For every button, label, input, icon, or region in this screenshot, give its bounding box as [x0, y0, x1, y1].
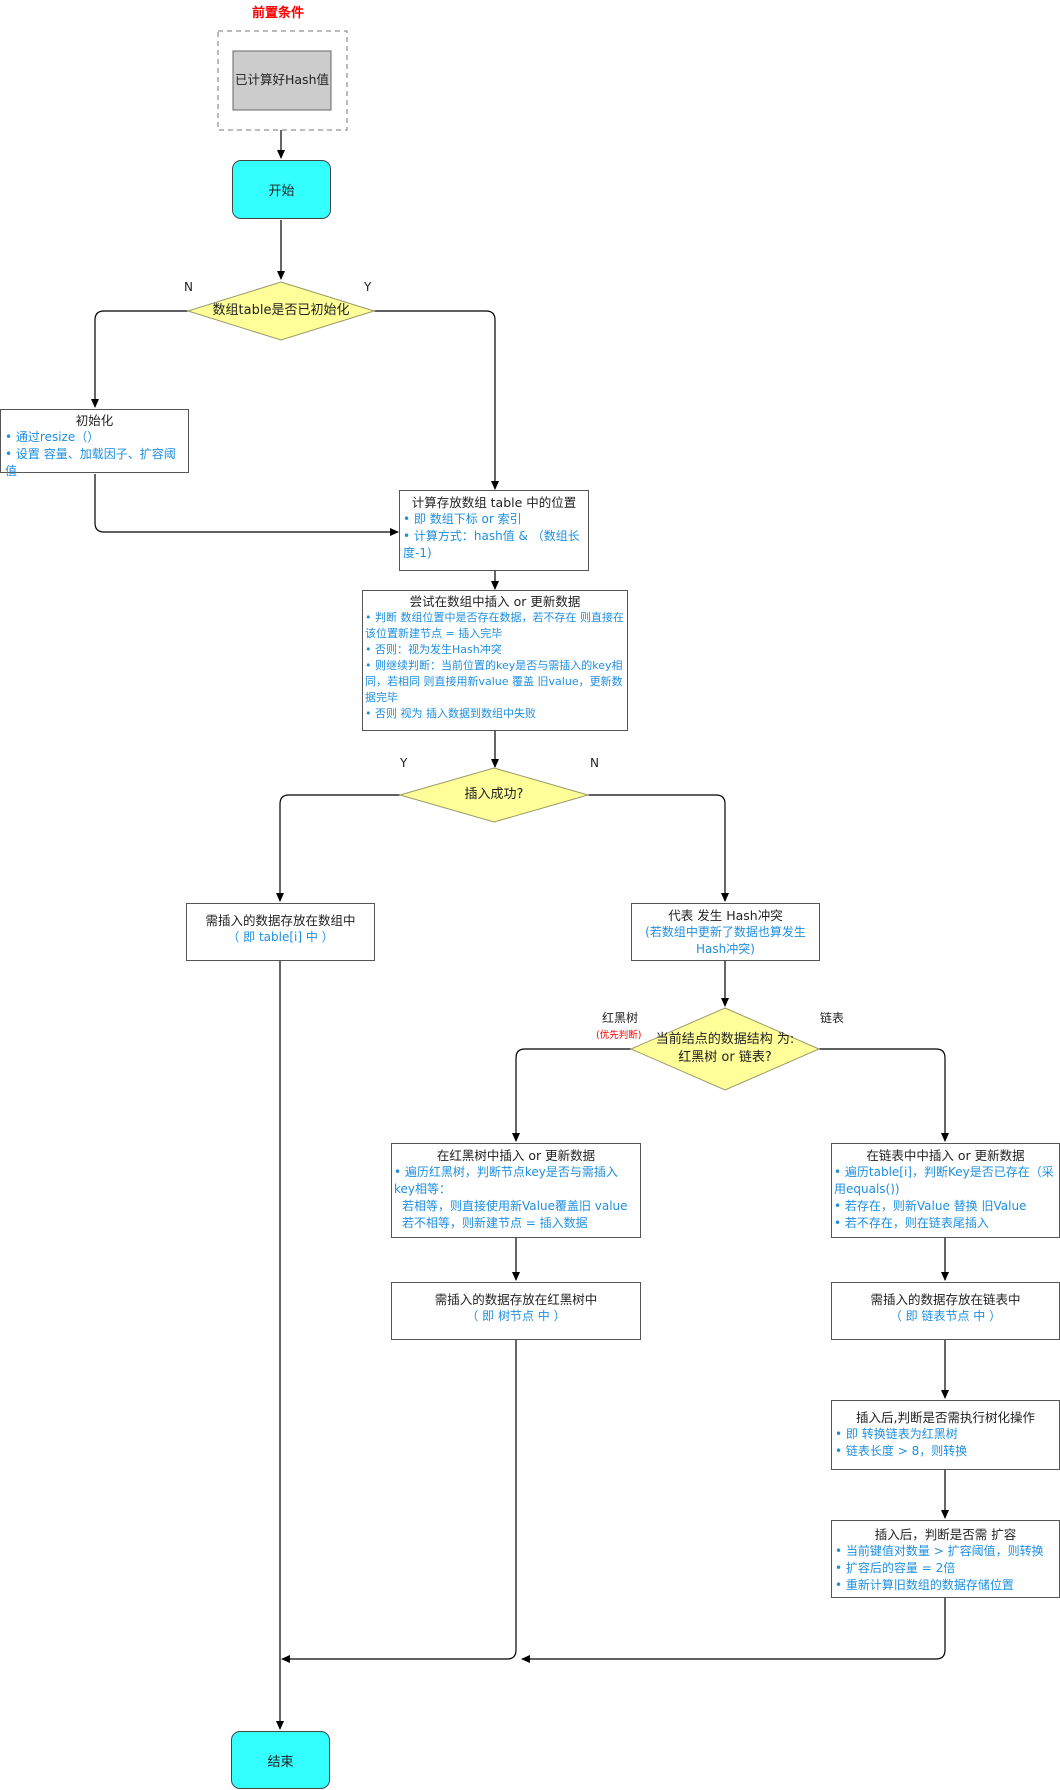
try-title: 尝试在数组中插入 or 更新数据	[409, 594, 581, 609]
treeify-box: 插入后,判断是否需执行树化操作 • 即 转换链表为红黑树 • 链表长度 > 8，…	[831, 1400, 1060, 1470]
try-bullet: • 则继续判断：当前位置的key是否与需插入的key相同，若相同 则直接用新va…	[365, 659, 623, 704]
treeify-title: 插入后,判断是否需执行树化操作	[856, 1410, 1035, 1425]
rbtree-note: 若不相等，则新建节点 = 插入数据	[402, 1216, 588, 1230]
resize-box: 插入后，判断是否需 扩容 • 当前键值对数量 > 扩容阈值，则转换 • 扩容后的…	[831, 1520, 1060, 1598]
try-bullet: • 否则 视为 插入数据到数组中失败	[365, 707, 536, 720]
store-array-box: 需插入的数据存放在数组中 （ 即 table[i] 中 ）	[186, 903, 375, 961]
decision-init-diamond	[186, 281, 376, 341]
edge-init-calc	[94, 474, 399, 536]
resize-bullet: • 扩容后的容量 = 2倍	[835, 1561, 956, 1575]
precondition-box	[232, 50, 332, 111]
edge-struct-list	[819, 1048, 949, 1142]
rbtree-note: 若相等，则直接使用新Value覆盖旧 value	[402, 1199, 628, 1213]
init-bullet: • 通过resize（）	[5, 430, 100, 444]
init-bullet: • 设置 容量、加载因子、扩容阈值	[5, 447, 176, 478]
edge-success-array	[276, 794, 400, 902]
edge-storetree-merge	[281, 1340, 517, 1663]
store-tree-box: 需插入的数据存放在红黑树中 （ 即 树节点 中 ）	[391, 1282, 641, 1340]
list-bullet: • 若存在，则新Value 替换 旧Value	[834, 1199, 1027, 1213]
store-list-title: 需插入的数据存放在链表中	[870, 1292, 1021, 1307]
resize-bullet: • 当前键值对数量 > 扩容阈值，则转换	[835, 1544, 1044, 1558]
start-terminal: 开始	[232, 160, 331, 219]
decision-success-no-label: N	[590, 756, 599, 770]
calc-bullet: • 即 数组下标 or 索引	[403, 512, 522, 526]
try-bullet: • 判断 数组位置中是否存在数据，若不存在 则直接在该位置新建节点 = 插入完毕	[365, 611, 624, 640]
try-bullet: • 否则：视为发生Hash冲突	[365, 643, 502, 656]
init-box: 初始化 • 通过resize（） • 设置 容量、加载因子、扩容阈值	[0, 409, 189, 478]
decision-struct-label-1: 当前结点的数据结构 为:	[655, 1032, 795, 1047]
decision-success-yes-label: Y	[400, 756, 408, 770]
store-tree-sub: （ 即 树节点 中 ）	[466, 1309, 566, 1323]
calc-bullet: • 计算方式：hash值 & （数组长度-1)	[403, 529, 580, 560]
store-array-title: 需插入的数据存放在数组中	[205, 913, 356, 928]
rbtree-bullet: • 遍历红黑树，判断节点key是否与需插入key相等：	[394, 1165, 618, 1196]
decision-success-diamond	[398, 767, 590, 823]
decision-struct-left-note: (优先判断)	[596, 1030, 642, 1041]
calc-position-box: 计算存放数组 table 中的位置 • 即 数组下标 or 索引 • 计算方式：…	[399, 490, 589, 571]
store-array-sub: （ 即 table[i] 中 ）	[227, 930, 334, 944]
precondition-frame	[217, 30, 348, 131]
collision-sub: (若数组中更新了数据也算发生Hash冲突)	[645, 925, 806, 956]
list-bullet: • 若不存在，则在链表尾插入	[834, 1216, 989, 1230]
store-tree-title: 需插入的数据存放在红黑树中	[434, 1292, 598, 1307]
decision-struct-label-2: 红黑树 or 链表?	[678, 1050, 772, 1065]
calc-title: 计算存放数组 table 中的位置	[411, 495, 577, 510]
resize-title: 插入后，判断是否需 扩容	[874, 1527, 1017, 1542]
rbtree-insert-box: 在红黑树中插入 or 更新数据 • 遍历红黑树，判断节点key是否与需插入key…	[391, 1143, 641, 1238]
decision-init-no-label: N	[184, 280, 193, 294]
decision-init-label: 数组table是否已初始化	[212, 303, 350, 318]
decision-struct-diamond	[629, 1007, 821, 1091]
edge-decision-calc	[374, 310, 499, 490]
treeify-bullet: • 即 转换链表为红黑树	[835, 1427, 958, 1441]
edge-success-collision	[588, 794, 729, 902]
start-label: 开始	[268, 184, 295, 199]
edge-struct-rbtree	[512, 1048, 631, 1142]
decision-success-label: 插入成功?	[464, 787, 524, 802]
end-terminal: 结束	[231, 1731, 330, 1789]
treeify-bullet: • 链表长度 > 8，则转换	[835, 1444, 968, 1458]
rbtree-title: 在红黑树中插入 or 更新数据	[436, 1148, 596, 1163]
decision-struct-left-label: 红黑树	[602, 1011, 639, 1025]
try-insert-box: 尝试在数组中插入 or 更新数据 • 判断 数组位置中是否存在数据，若不存在 则…	[362, 590, 628, 731]
hash-collision-box: 代表 发生 Hash冲突 (若数组中更新了数据也算发生Hash冲突)	[631, 903, 820, 961]
init-title: 初始化	[75, 413, 114, 428]
list-bullet: • 遍历table[i]，判断Key是否已存在（采用equals())	[834, 1165, 1054, 1196]
resize-bullet: • 重新计算旧数组的数据存储位置	[835, 1578, 1014, 1592]
decision-struct-right-label: 链表	[820, 1011, 845, 1025]
list-insert-box: 在链表中中插入 or 更新数据 • 遍历table[i]，判断Key是否已存在（…	[831, 1143, 1060, 1238]
precondition-title: 前置条件	[252, 6, 305, 21]
edge-resize-merge	[521, 1598, 946, 1663]
collision-title: 代表 发生 Hash冲突	[668, 908, 783, 923]
list-title: 在链表中中插入 or 更新数据	[866, 1148, 1025, 1163]
decision-init-yes-label: Y	[364, 280, 372, 294]
end-label: 结束	[267, 1754, 294, 1770]
store-list-box: 需插入的数据存放在链表中 （ 即 链表节点 中 ）	[831, 1282, 1060, 1340]
edge-decision-init	[91, 310, 188, 408]
store-list-sub: （ 即 链表节点 中 ）	[889, 1309, 1002, 1323]
precondition-box-label: 已计算好Hash值	[235, 72, 329, 87]
